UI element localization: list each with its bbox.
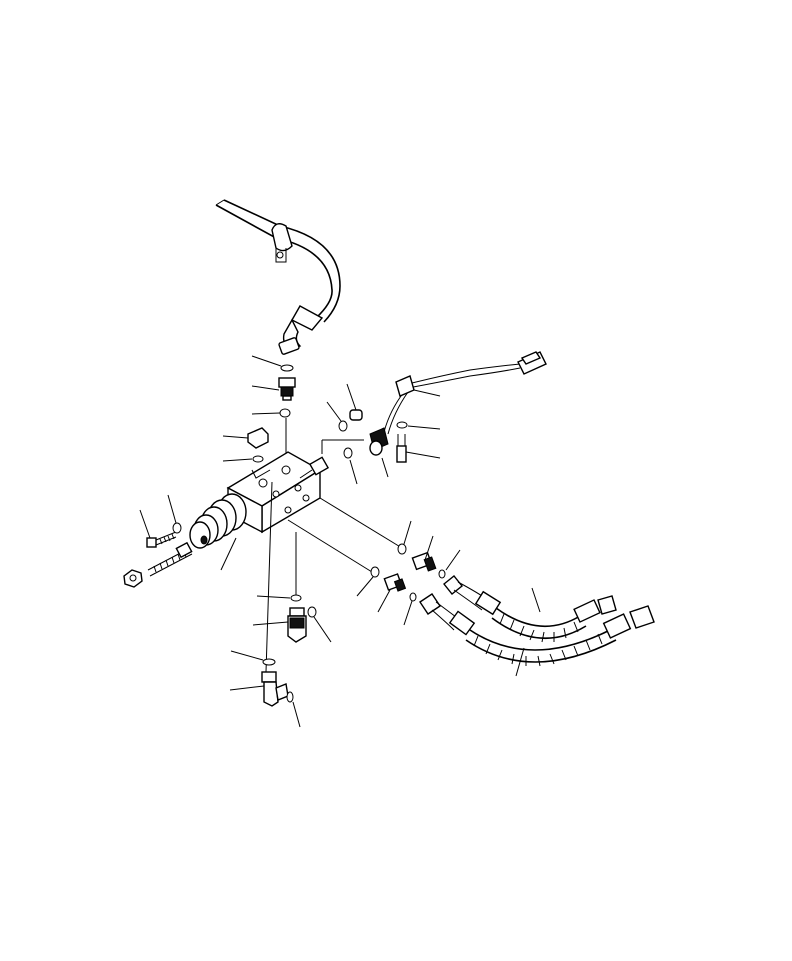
connector bbox=[517, 351, 547, 375]
mounting-bolt bbox=[139, 509, 177, 548]
lower-fitting bbox=[252, 607, 307, 643]
hose-assembly-upper bbox=[443, 575, 617, 643]
plug-o-ring bbox=[222, 455, 264, 463]
fitting-o-ring bbox=[356, 520, 412, 597]
upper-adapter bbox=[251, 377, 296, 401]
sensor-switch bbox=[321, 427, 389, 478]
right-alignment-line-lower bbox=[287, 519, 373, 573]
washer bbox=[167, 494, 182, 534]
top-plug-small bbox=[326, 383, 363, 432]
valve-block bbox=[226, 451, 330, 534]
pipe-clamp bbox=[271, 223, 293, 263]
lower-connector bbox=[256, 594, 302, 602]
elbow-o-ring bbox=[230, 650, 276, 666]
lower-seal bbox=[307, 606, 332, 643]
upper-seal-ring bbox=[251, 408, 291, 418]
harness-clamp bbox=[395, 375, 441, 397]
hose-assembly-lower bbox=[419, 587, 655, 677]
sensor-o-ring bbox=[343, 447, 358, 485]
clamp-washer bbox=[396, 421, 441, 430]
elbow-bracket bbox=[229, 671, 301, 728]
stud-bolt bbox=[147, 541, 193, 577]
right-alignment-line-upper bbox=[319, 497, 403, 549]
lower-alignment-line bbox=[265, 481, 273, 673]
cylinder-end bbox=[189, 493, 247, 571]
elbow-fitting bbox=[377, 535, 437, 613]
hex-nut bbox=[123, 569, 143, 588]
tube-assembly bbox=[215, 199, 341, 355]
clamp-bolt bbox=[396, 434, 441, 463]
plug bbox=[222, 427, 269, 449]
upper-o-ring bbox=[251, 355, 294, 372]
lower-o-ring bbox=[403, 549, 461, 626]
